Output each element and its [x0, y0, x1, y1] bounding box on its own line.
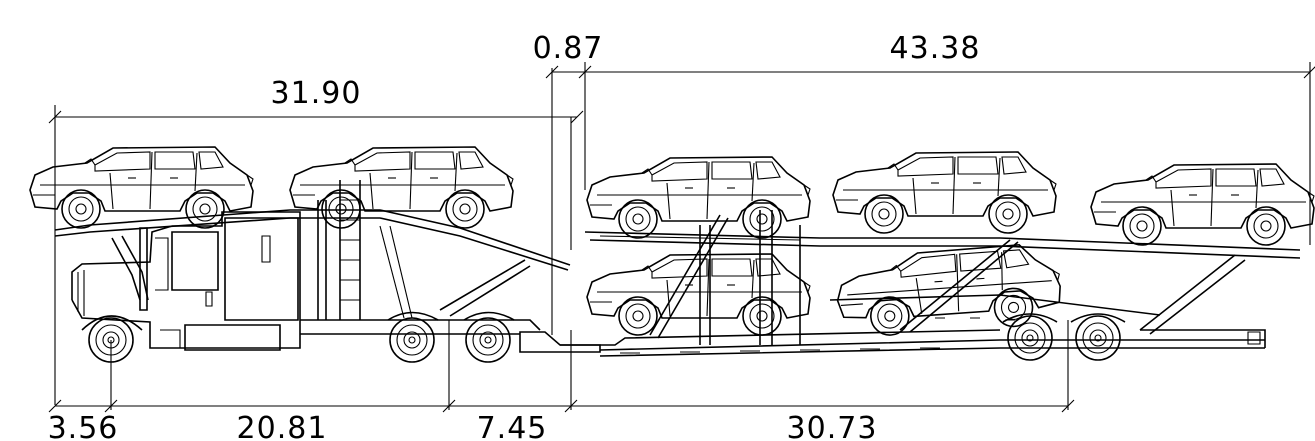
dimension-lines: [48, 62, 1315, 413]
dim-to-hitch: 7.45: [477, 411, 548, 441]
tractor-headrack: [54, 180, 571, 320]
dim-front-overall: 31.90: [271, 76, 362, 111]
dim-tractor-wheelbase: 20.81: [237, 411, 328, 441]
dim-trailer-overall: 43.38: [890, 31, 981, 66]
dim-front-overhang: 3.56: [48, 411, 119, 441]
trailer-car-upper-2: [832, 151, 1057, 234]
dim-trailer-wheelbase: 30.73: [787, 411, 878, 441]
trailer-unit: [560, 210, 1301, 361]
dim-gap: 0.87: [533, 31, 604, 66]
tractor-car-rear: [289, 146, 514, 229]
trailer-car-upper-3: [1090, 163, 1315, 246]
trailer-car-lower-1: [586, 253, 811, 336]
tractor-unit: [71, 211, 601, 363]
trailer-car-upper-1: [586, 156, 811, 239]
